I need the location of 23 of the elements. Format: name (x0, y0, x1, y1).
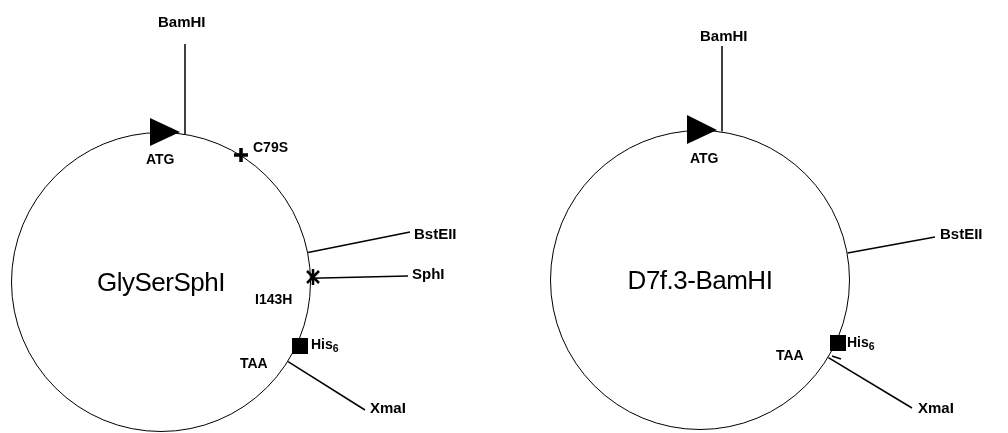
restriction-site-label: XmaI (918, 400, 954, 415)
restriction-site-label: BamHI (158, 14, 206, 29)
restriction-site-label: XmaI (370, 400, 406, 415)
feature-label: TAA (776, 348, 804, 362)
plasmid-name: D7f.3-BamHI (627, 263, 773, 297)
restriction-site-label: BamHI (700, 28, 748, 43)
restriction-site-label: SphI (412, 266, 445, 281)
leader-line (846, 236, 936, 254)
leader-line (827, 356, 913, 409)
feature-label: TAA (240, 356, 268, 370)
feature-label: His$_{6}$ (847, 335, 875, 349)
restriction-site-label: BstEII (414, 226, 457, 241)
leader-line (721, 45, 723, 133)
plasmid-name: GlySerSphI (97, 265, 225, 299)
leader-line (287, 360, 366, 411)
feature-label: ATG (690, 151, 719, 165)
restriction-site-label: BstEII (940, 226, 983, 241)
feature-label: ATG (146, 152, 175, 166)
feature-label: C79S (253, 140, 289, 154)
feature-label: I143H (255, 292, 293, 306)
leader-line (184, 43, 186, 135)
leader-line (307, 231, 411, 254)
leader-line (310, 275, 409, 280)
